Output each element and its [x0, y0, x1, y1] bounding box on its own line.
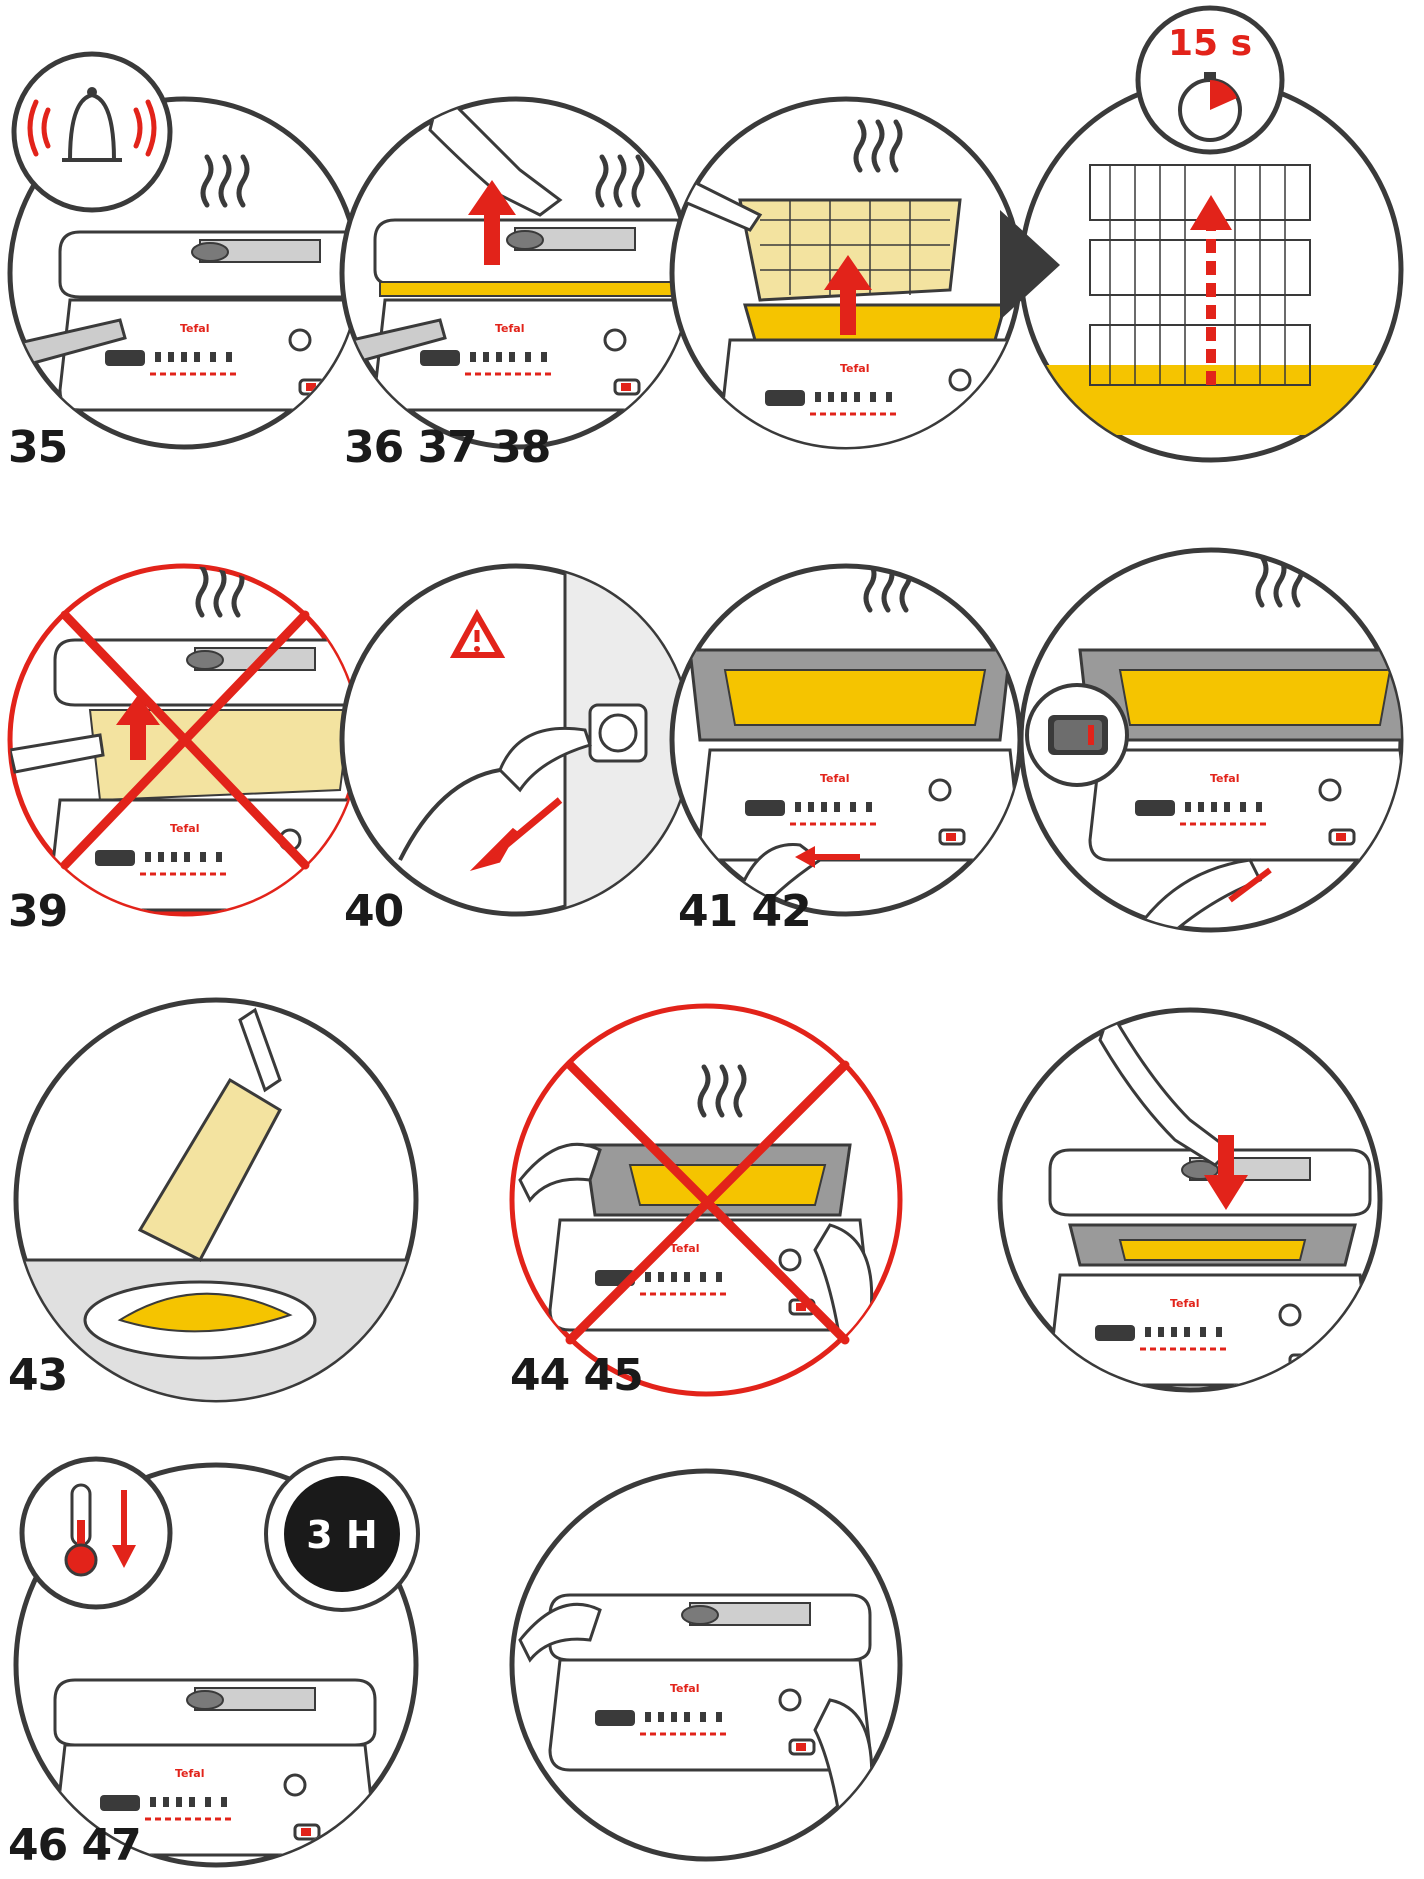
panel-46-47: 3 H — [13, 1456, 420, 1868]
panel-drain: 15 s — [1000, 5, 1404, 463]
panel-40 — [339, 563, 693, 917]
panel-41-42 — [669, 563, 1023, 917]
panel-carry — [509, 1468, 903, 1862]
power-switch-icon — [1025, 683, 1129, 787]
step-number-41-42: 41 42 — [678, 886, 811, 937]
panel-39 — [7, 563, 361, 917]
panel-36-38 — [339, 96, 693, 450]
step-number-40: 40 — [344, 886, 403, 937]
step-number-35: 35 — [8, 422, 67, 473]
prohibited-cross-icon — [60, 610, 310, 870]
panel-power-switch — [1018, 547, 1404, 933]
warning-icon — [449, 608, 506, 658]
thermometer-icon — [19, 1456, 173, 1610]
timer-label: 15 s — [1168, 23, 1252, 64]
step-number-46-47: 46 47 — [8, 1820, 141, 1871]
bell-icon — [11, 51, 173, 213]
panel-close-lid — [997, 1007, 1383, 1393]
step-number-36-38: 36 37 38 — [344, 422, 550, 473]
cooldown-clock-icon: 3 H — [264, 1456, 420, 1612]
step-number-43: 43 — [8, 1350, 67, 1401]
step-number-39: 39 — [8, 886, 67, 937]
panel-44-45 — [509, 1003, 903, 1397]
panel-43 — [13, 997, 419, 1403]
panel-basket-lift — [669, 96, 1023, 450]
cooldown-label: 3 H — [306, 1513, 377, 1557]
panel-35 — [7, 51, 361, 450]
stopwatch-icon: 15 s — [1135, 5, 1285, 155]
step-number-44-45: 44 45 — [510, 1350, 643, 1401]
prohibited-cross-icon — [565, 1060, 850, 1345]
